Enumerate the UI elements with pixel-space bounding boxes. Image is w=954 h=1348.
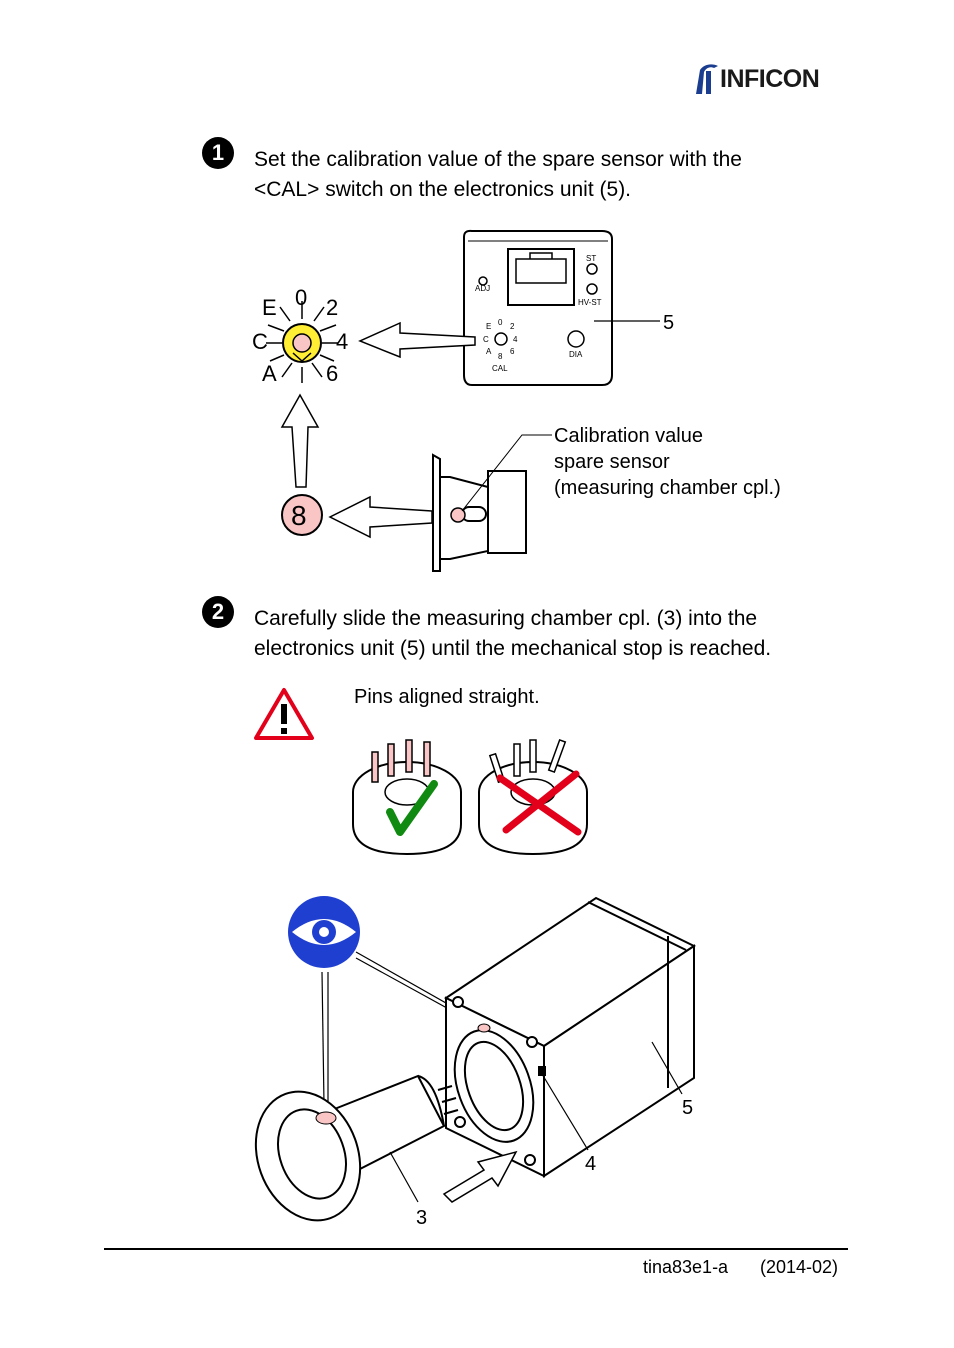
pins-bent-incorrect xyxy=(478,738,588,856)
step-1-line-2: <CAL> switch on the electronics unit (5)… xyxy=(254,178,632,201)
pin-alignment-figure xyxy=(352,738,588,856)
footer-date: (2014-02) xyxy=(760,1257,839,1277)
electronics-unit-panel: ADJ ST HV-ST DIA 0 2 4 6 8 A C E CAL xyxy=(463,229,613,386)
small-dial-2: 2 xyxy=(510,322,515,331)
arrow-to-badge-icon xyxy=(328,495,433,539)
calibration-label-line-1: Calibration value xyxy=(554,425,703,447)
callout-5-upper: 5 xyxy=(663,312,674,334)
dial-label-c: C xyxy=(252,329,268,354)
step-1-text: Set the calibration value of the spare s… xyxy=(254,145,742,205)
small-dial-6: 6 xyxy=(510,347,515,356)
calibration-label-line-2: spare sensor xyxy=(554,451,670,473)
arrow-up-icon xyxy=(280,393,320,488)
panel-dia-label: DIA xyxy=(569,350,583,359)
small-dial-4: 4 xyxy=(513,335,518,344)
step-2-marker: 2 xyxy=(202,596,234,628)
dial-label-e: E xyxy=(262,295,277,320)
insert-direction-arrow-icon xyxy=(442,1150,518,1203)
step-1-line-1: Set the calibration value of the spare s… xyxy=(254,148,742,171)
pins-straight-correct xyxy=(352,739,462,856)
panel-adj-label: ADJ xyxy=(475,284,490,293)
warning-triangle-icon xyxy=(254,688,314,740)
warning-text: Pins aligned straight. xyxy=(354,686,540,708)
eye-icon xyxy=(288,896,360,968)
small-dial-a: A xyxy=(486,347,492,356)
small-dial-c: C xyxy=(483,335,489,344)
dial-label-0: 0 xyxy=(295,285,307,310)
panel-hvst-label: HV-ST xyxy=(578,298,602,307)
small-dial-8: 8 xyxy=(498,352,503,361)
step-2-text: Carefully slide the measuring chamber cp… xyxy=(254,604,771,664)
measuring-chamber-side-view xyxy=(432,453,527,572)
cal-switch-dial: 0 2 4 6 A C E xyxy=(252,285,348,386)
assembly-figure: 3 4 5 xyxy=(254,896,697,1229)
callout-5-lower: 5 xyxy=(682,1097,693,1119)
panel-st-label: ST xyxy=(586,254,596,263)
electronics-unit-body xyxy=(443,896,697,1178)
brand-name: INFICON xyxy=(720,65,820,93)
inficon-logo: INFICON xyxy=(694,62,846,98)
calibration-badge xyxy=(281,494,323,536)
panel-cal-label: CAL xyxy=(492,364,508,373)
dial-label-6: 6 xyxy=(326,361,338,386)
footer-doc-id: tina83e1-a xyxy=(643,1257,729,1277)
small-dial-0: 0 xyxy=(498,318,503,327)
calibration-label-line-3: (measuring chamber cpl.) xyxy=(554,477,781,499)
step-1-marker: 1 xyxy=(202,137,234,169)
dial-label-2: 2 xyxy=(326,295,338,320)
checkmark-icon xyxy=(386,780,438,836)
arrow-to-dial-icon xyxy=(358,321,476,359)
footer-divider xyxy=(104,1248,848,1250)
calibration-figure: ADJ ST HV-ST DIA 0 2 4 6 8 A C E CAL 5 xyxy=(252,229,781,572)
dial-label-4: 4 xyxy=(336,329,348,354)
step-2-line-1: Carefully slide the measuring chamber cp… xyxy=(254,607,758,630)
dial-label-a: A xyxy=(262,361,277,386)
badge-value: 8 xyxy=(291,500,307,531)
callout-3: 3 xyxy=(416,1207,427,1229)
inficon-logo-mark-icon xyxy=(696,64,718,94)
measuring-chamber xyxy=(254,1074,459,1222)
callout-4: 4 xyxy=(585,1153,596,1175)
cross-icon xyxy=(496,770,582,836)
small-dial-e: E xyxy=(486,322,491,331)
step-2-line-2: electronics unit (5) until the mechanica… xyxy=(254,637,772,660)
